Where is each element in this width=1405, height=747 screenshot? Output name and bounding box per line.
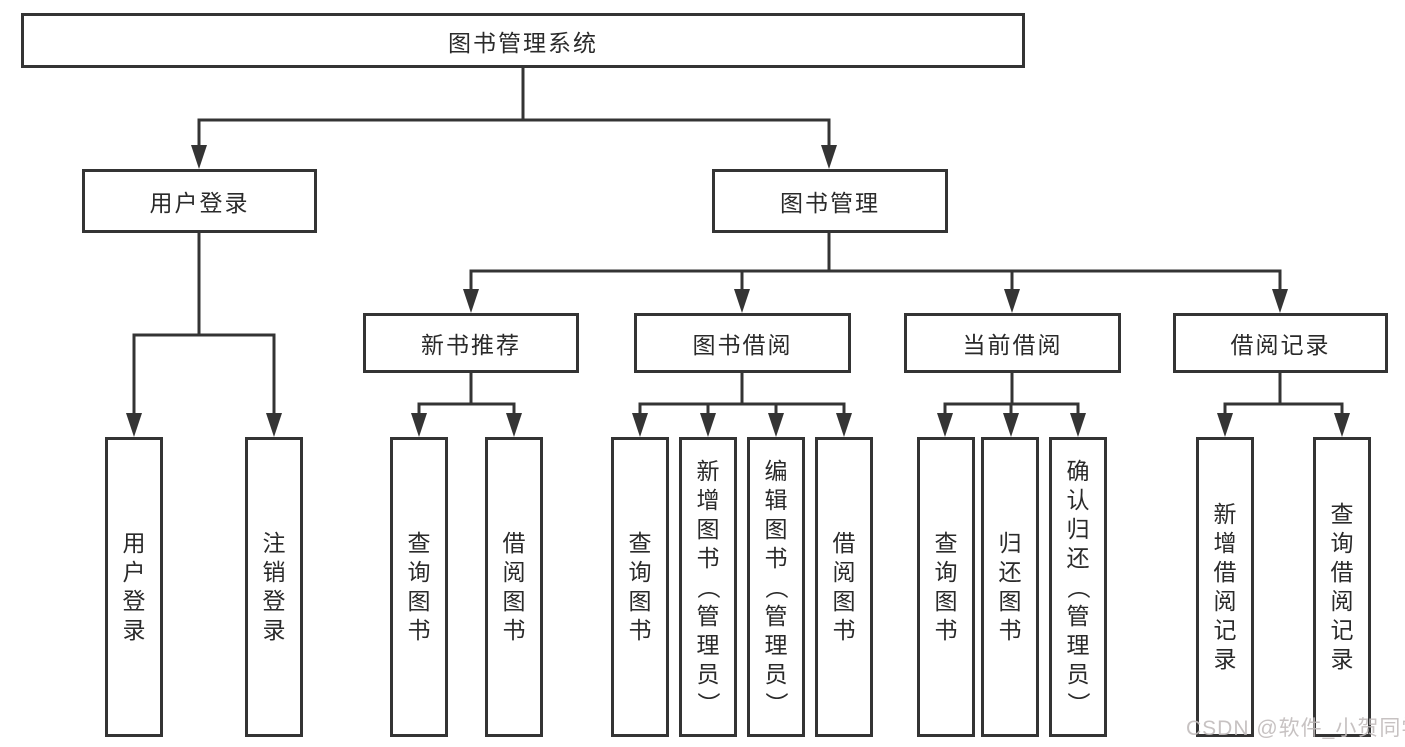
node-label: 图书管理: [780, 190, 880, 216]
leaf-confirm-return-admin: 确认归还（管理员）: [1049, 437, 1107, 737]
leaf-borrow-books: 借阅图书: [815, 437, 873, 737]
leaf-add-borrow-record: 新增借阅记录: [1196, 437, 1254, 737]
node-label: 图书管理系统: [448, 29, 598, 56]
node-label: 查询借阅记录: [1330, 501, 1354, 672]
node-library-management-system: 图书管理系统: [21, 13, 1025, 68]
node-label: 用户登录: [149, 190, 250, 216]
node-book-borrowing: 图书借阅: [634, 313, 851, 373]
node-label: 查询图书: [407, 530, 431, 643]
node-label: 用户登录: [122, 530, 146, 643]
leaf-user-login: 用户登录: [105, 437, 163, 737]
node-label: 查询图书: [934, 530, 958, 643]
node-borrow-records: 借阅记录: [1173, 313, 1388, 373]
node-label: 新增借阅记录: [1213, 501, 1237, 672]
node-label: 编辑图书（管理员）: [763, 457, 790, 715]
leaf-query-borrow-record: 查询借阅记录: [1313, 437, 1371, 737]
node-book-management: 图书管理: [712, 169, 948, 233]
node-label: 借阅图书: [502, 530, 526, 643]
node-label: 当前借阅: [962, 332, 1063, 358]
csdn-watermark: CSDN @软件_小贺同学: [1186, 717, 1405, 740]
node-label: 图书借阅: [692, 332, 793, 358]
leaf-query-books-borrowing: 查询图书: [611, 437, 669, 737]
node-label: 注销登录: [262, 530, 286, 643]
node-label: 新增图书（管理员）: [695, 457, 722, 715]
node-current-borrowing: 当前借阅: [904, 313, 1121, 373]
leaf-query-books-recommend: 查询图书: [390, 437, 448, 737]
node-label: 新书推荐: [421, 332, 521, 358]
leaf-return-books: 归还图书: [981, 437, 1039, 737]
node-label: 归还图书: [998, 530, 1022, 643]
leaf-query-books-current: 查询图书: [917, 437, 975, 737]
leaf-add-books-admin: 新增图书（管理员）: [679, 437, 737, 737]
node-label: 借阅记录: [1230, 332, 1331, 358]
node-label: 确认归还（管理员）: [1065, 457, 1092, 715]
leaf-borrow-books-recommend: 借阅图书: [485, 437, 543, 737]
node-new-book-recommend: 新书推荐: [363, 313, 579, 373]
leaf-edit-books-admin: 编辑图书（管理员）: [747, 437, 805, 737]
node-label: 借阅图书: [832, 530, 856, 643]
node-user-login: 用户登录: [82, 169, 317, 233]
node-label: 查询图书: [628, 530, 652, 643]
leaf-logout: 注销登录: [245, 437, 303, 737]
